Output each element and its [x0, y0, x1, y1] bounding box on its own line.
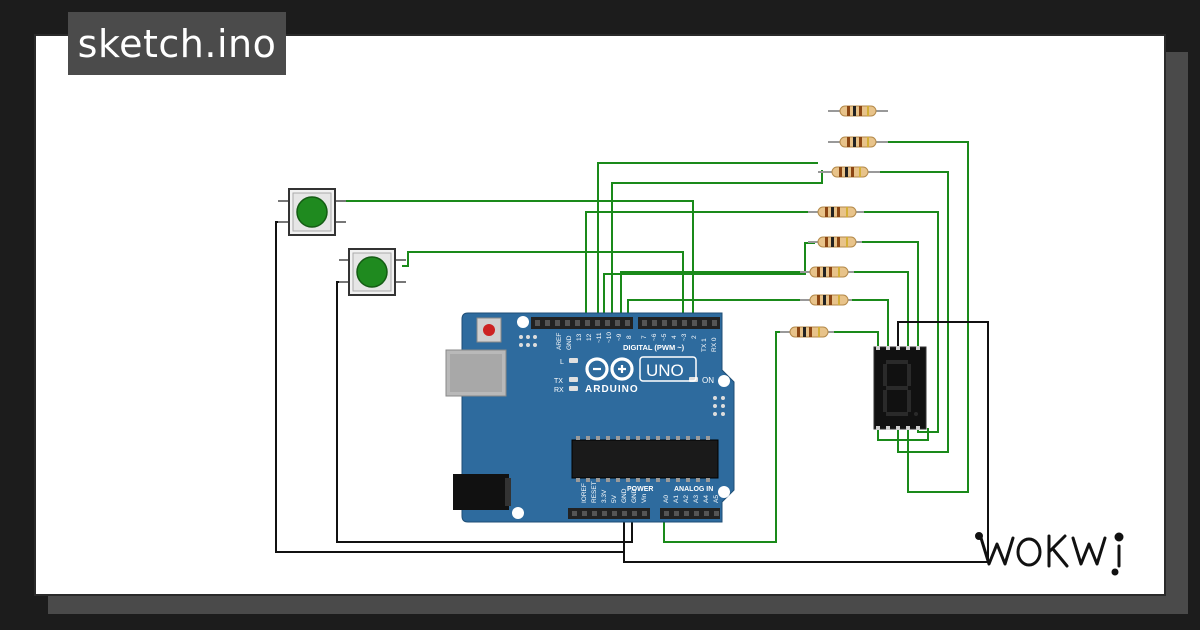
power-header-label: POWER: [627, 486, 653, 493]
atmega-chip: [571, 439, 719, 479]
label-gnd: GND: [566, 335, 573, 350]
wire-r5-right: [860, 241, 919, 348]
wire-button1: [340, 200, 694, 322]
wire-r2-right: [880, 141, 969, 493]
resistor-6[interactable]: [800, 266, 854, 278]
wire-gnd-display: [623, 321, 989, 563]
analog-header-label: ANALOG IN: [674, 486, 713, 493]
label-aref: AREF: [556, 333, 563, 350]
icsp-header-right: [713, 396, 725, 416]
resistor-8[interactable]: [780, 326, 834, 338]
power-header: [568, 508, 650, 519]
resistor-1[interactable]: [828, 105, 888, 117]
power-jack: [453, 474, 509, 510]
pushbutton-2[interactable]: [339, 248, 406, 296]
label-pin-3: ~3: [681, 333, 688, 341]
project-filename: sketch.ino: [68, 12, 286, 75]
seven-segment-display[interactable]: [873, 346, 927, 430]
analog-header: [660, 508, 720, 519]
label-pin-rx: RX 0: [711, 337, 718, 352]
label-pin-12: 12: [586, 333, 593, 341]
segments: [883, 360, 918, 416]
label-a0: A0: [663, 495, 670, 503]
label-a2: A2: [683, 495, 690, 503]
icsp-header: [519, 335, 537, 347]
arduino-logo-icon: [585, 357, 634, 381]
wire-r2-left: [611, 170, 823, 322]
wire-r8-right: [832, 331, 879, 348]
wire-r5-left: [603, 242, 815, 322]
arduino-wordmark: ARDUINO: [585, 384, 639, 395]
label-pin-10: ~10: [606, 332, 613, 343]
resistor-3[interactable]: [818, 166, 880, 178]
label-pin-13: 13: [576, 333, 583, 341]
label-gnd-1: GND: [621, 488, 628, 503]
pushbutton-1-cap[interactable]: [296, 196, 328, 228]
label-pin-11: ~11: [596, 332, 603, 343]
label-ioref: IOREF: [581, 483, 588, 503]
digital-header-right: [638, 317, 720, 329]
resistor-array[interactable]: [780, 105, 888, 338]
resistor-2[interactable]: [828, 136, 888, 148]
led-tx-label: TX: [554, 378, 563, 385]
pushbutton-2-cap[interactable]: [356, 256, 388, 288]
pushbutton-1[interactable]: [278, 188, 346, 236]
label-gnd-2: GND: [631, 488, 638, 503]
resistor-4[interactable]: [808, 206, 864, 218]
display-pins: [876, 346, 920, 430]
wire-r7-right: [850, 299, 889, 348]
uno-label: UNO: [646, 361, 684, 380]
wire-r6-right: [852, 271, 909, 348]
label-pin-2: 2: [691, 335, 698, 339]
resistor-7[interactable]: [800, 294, 852, 306]
led-tx: [569, 377, 578, 382]
wire-r6-left: [620, 271, 810, 322]
signal-wires: [340, 141, 969, 543]
label-pin-5: ~5: [661, 333, 668, 341]
label-3v3: 3.3V: [601, 489, 608, 503]
label-pin-7: 7: [641, 335, 648, 339]
digital-header-label: DIGITAL (PWM ~): [623, 343, 685, 352]
wire-r3-left: [597, 162, 818, 322]
led-on-label: ON: [702, 376, 714, 385]
label-5v: 5V: [611, 494, 618, 503]
led-l-label: L: [560, 359, 564, 366]
led-rx: [569, 386, 578, 391]
label-a5: A5: [713, 495, 720, 503]
label-reset: RESET: [591, 481, 598, 503]
wire-button2: [402, 251, 684, 322]
wire-r4-left: [585, 211, 818, 322]
label-pin-tx: TX 1: [701, 338, 708, 352]
label-vin: Vin: [641, 493, 648, 503]
label-a4: A4: [703, 495, 710, 503]
led-l: [569, 358, 578, 363]
arduino-uno-board[interactable]: AREF GND 13 12 ~11 ~10 ~9 8 7 ~6 ~5 4 ~3…: [445, 312, 735, 523]
label-pin-6: ~6: [651, 333, 658, 341]
wire-r3-right: [878, 171, 949, 453]
label-a1: A1: [673, 495, 680, 503]
wire-r4-right: [862, 211, 939, 433]
wire-seg-bottom: [877, 428, 929, 441]
led-rx-label: RX: [554, 387, 564, 394]
label-pin-9: ~9: [616, 333, 623, 341]
resistor-5[interactable]: [808, 236, 862, 248]
label-pin-4: 4: [671, 335, 678, 339]
label-pin-8: 8: [626, 335, 633, 339]
label-a3: A3: [693, 495, 700, 503]
wokwi-logo: [975, 532, 1124, 576]
